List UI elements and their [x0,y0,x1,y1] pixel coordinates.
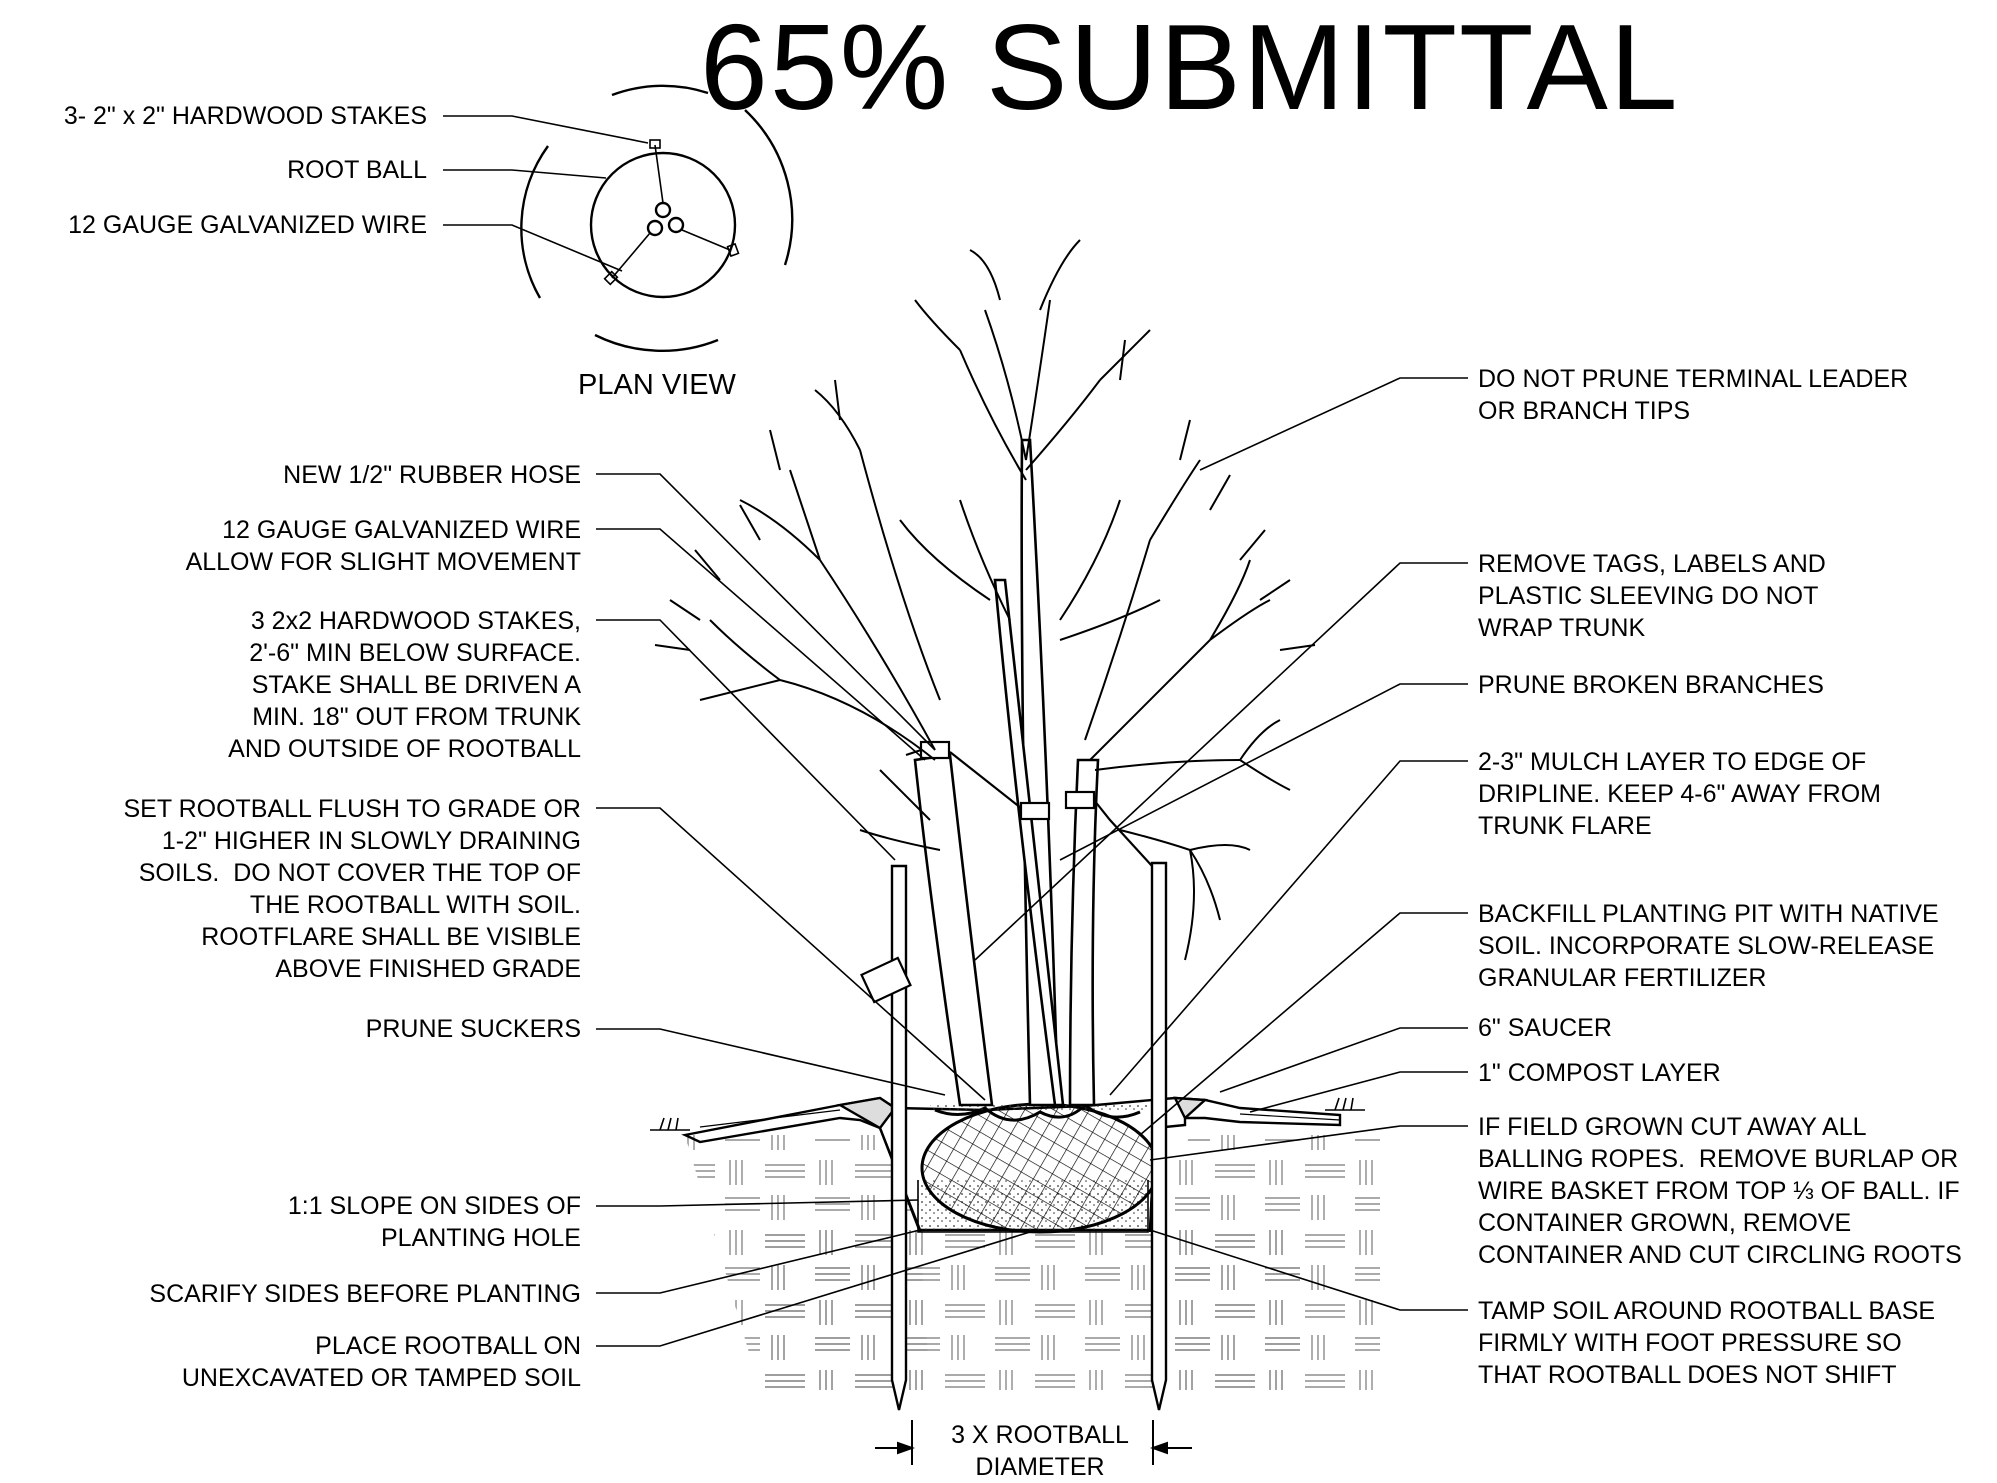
plan-view-drawing [520,84,794,353]
note-set-rootball: SET ROOTBALL FLUSH TO GRADE OR 1-2" HIGH… [123,795,581,983]
plan-label-root-ball: ROOT BALL [287,156,427,184]
dimension-marks [875,1420,1192,1465]
rootball [920,1102,1160,1234]
note-remove-tags: REMOVE TAGS, LABELS AND PLASTIC SLEEVING… [1478,550,1826,642]
note-rubber-hose: NEW 1/2" RUBBER HOSE [283,461,581,489]
drawing-title: 65% SUBMITTAL [700,0,1680,135]
note-place-rootball: PLACE ROOTBALL ON UNEXCAVATED OR TAMPED … [181,1332,581,1392]
note-prune-suckers: PRUNE SUCKERS [365,1015,581,1043]
note-galvanized-wire: 12 GAUGE GALVANIZED WIRE ALLOW FOR SLIGH… [185,516,581,576]
note-scarify: SCARIFY SIDES BEFORE PLANTING [149,1280,581,1308]
tree-trunks [913,438,1100,1107]
plan-view-caption: PLAN VIEW [578,369,736,401]
note-field-grown: IF FIELD GROWN CUT AWAY ALL BALLING ROPE… [1478,1113,1962,1269]
plan-label-wire: 12 GAUGE GALVANIZED WIRE [68,211,427,239]
right-leader-lines [974,377,1468,1311]
tree-canopy [654,239,1316,961]
note-compost-layer: 1" COMPOST LAYER [1478,1059,1721,1087]
dimension-label: 3 X ROOTBALL DIAMETER [951,1421,1129,1481]
note-saucer: 6" SAUCER [1478,1014,1612,1042]
plan-view-leaders [443,115,649,272]
note-backfill: BACKFILL PLANTING PIT WITH NATIVE SOIL. … [1478,900,1939,992]
note-slope: 1:1 SLOPE ON SIDES OF PLANTING HOLE [287,1192,581,1252]
plan-label-stakes: 3- 2" x 2" HARDWOOD STAKES [63,102,427,130]
left-leader-lines [596,473,1031,1347]
note-terminal-leader: DO NOT PRUNE TERMINAL LEADER OR BRANCH T… [1478,365,1909,425]
note-hardwood-stakes: 3 2x2 HARDWOOD STAKES, 2'-6" MIN BELOW S… [228,607,581,763]
note-broken-branches: PRUNE BROKEN BRANCHES [1478,671,1824,699]
note-tamp-soil: TAMP SOIL AROUND ROOTBALL BASE FIRMLY WI… [1478,1297,1936,1389]
note-mulch-layer: 2-3" MULCH LAYER TO EDGE OF DRIPLINE. KE… [1478,748,1881,840]
soil-section [685,1135,1380,1390]
